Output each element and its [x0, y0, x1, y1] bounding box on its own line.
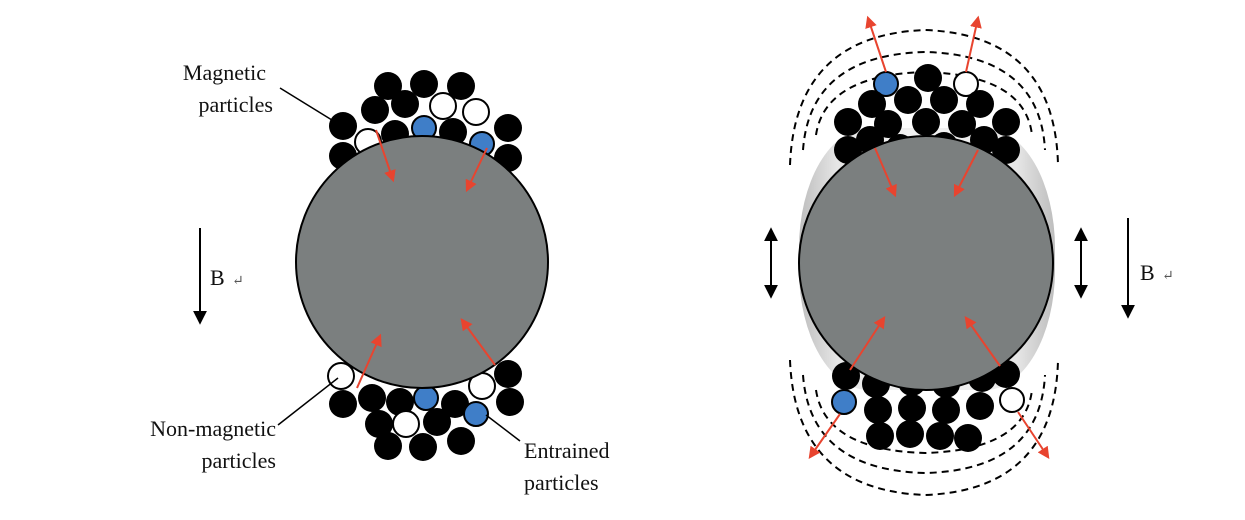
nonmagnetic-particle: [462, 98, 490, 126]
nonmagnetic-particle: [429, 92, 457, 120]
dashed-field-lines-bottom: [789, 359, 1059, 497]
force-arrows-right-outward: [808, 15, 1050, 459]
nonmagnetic-particle: [392, 410, 420, 438]
bottom-particle-cluster-left: [327, 360, 524, 461]
return-mark: ↵: [232, 274, 244, 289]
return-mark: ↵: [1162, 269, 1174, 284]
nonmagnetic-particle: [327, 362, 355, 390]
magnetic-particles-label-2: particles: [198, 92, 273, 117]
magnetic-particles-label: Magnetic: [183, 60, 266, 85]
left-panel: B ↵: [150, 60, 609, 495]
nonmagnetic-particles-label-2: particles: [201, 448, 276, 473]
nonmagnetic-particle: [999, 387, 1025, 413]
force-arrows-left: [356, 129, 496, 389]
entrained-particle: [831, 389, 857, 415]
nonmagnetic-particles-label: Non-magnetic: [150, 416, 276, 441]
right-panel: B ↵: [764, 15, 1174, 497]
entrained-particles-label-2: particles: [524, 470, 599, 495]
entrained-particle: [463, 401, 489, 427]
host-sphere-right: [798, 135, 1054, 391]
host-sphere-left: [295, 135, 549, 389]
force-arrows-right-inward: [849, 147, 1001, 371]
entrained-particles-label: Entrained: [524, 438, 610, 463]
leader-lines-left: [277, 87, 521, 442]
field-label-left: B: [210, 265, 225, 290]
field-label-right: B: [1140, 260, 1155, 285]
entrained-particle: [413, 385, 439, 411]
